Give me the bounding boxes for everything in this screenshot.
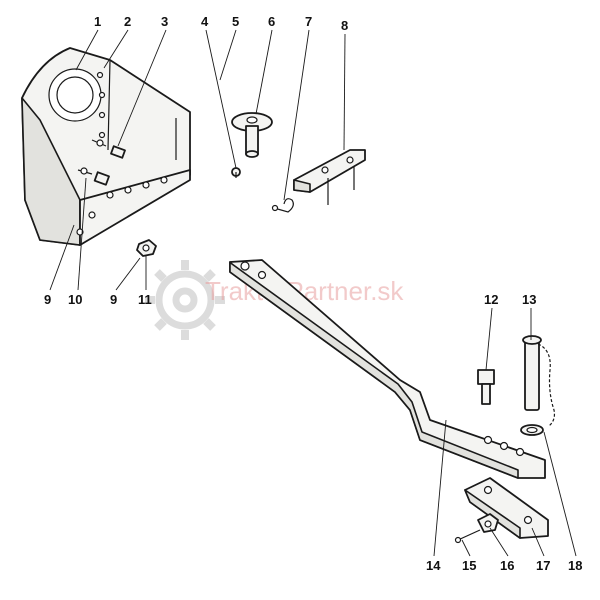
callout-labels: 1 2 3 4 5 6 7 8 9 10 9 11 12 13 14 15 16… <box>44 14 582 573</box>
lower-plate <box>464 477 549 539</box>
bolt-upper <box>91 139 126 159</box>
flanged-pin <box>231 112 273 158</box>
callout-13: 13 <box>522 292 536 307</box>
lower-nut <box>477 513 499 533</box>
small-washer <box>231 167 241 178</box>
gear-icon <box>145 260 225 340</box>
callout-8: 8 <box>341 18 348 33</box>
callout-14: 14 <box>426 558 441 573</box>
chain-pin <box>522 335 556 427</box>
callout-9-right: 9 <box>110 292 117 307</box>
callout-10: 10 <box>68 292 82 307</box>
callout-2: 2 <box>124 14 131 29</box>
bracket-housing <box>21 47 191 246</box>
callout-7: 7 <box>305 14 312 29</box>
split-pin <box>454 529 481 544</box>
callout-18: 18 <box>568 558 582 573</box>
spring-clip <box>271 198 294 213</box>
leader-lines <box>49 29 577 557</box>
top-link-bracket <box>293 149 366 205</box>
callout-12: 12 <box>484 292 498 307</box>
callout-15: 15 <box>462 558 476 573</box>
drawbar <box>229 259 546 479</box>
callout-16: 16 <box>500 558 514 573</box>
callout-17: 17 <box>536 558 550 573</box>
nut <box>136 239 157 257</box>
callout-3: 3 <box>161 14 168 29</box>
bolt-lower <box>77 167 110 186</box>
drawbar-bolt <box>477 369 495 405</box>
callout-9-left: 9 <box>44 292 51 307</box>
callout-5: 5 <box>232 14 239 29</box>
callout-1: 1 <box>94 14 101 29</box>
pin-ring <box>520 424 544 436</box>
callout-6: 6 <box>268 14 275 29</box>
callout-4: 4 <box>201 14 209 29</box>
callout-11: 11 <box>138 292 152 307</box>
